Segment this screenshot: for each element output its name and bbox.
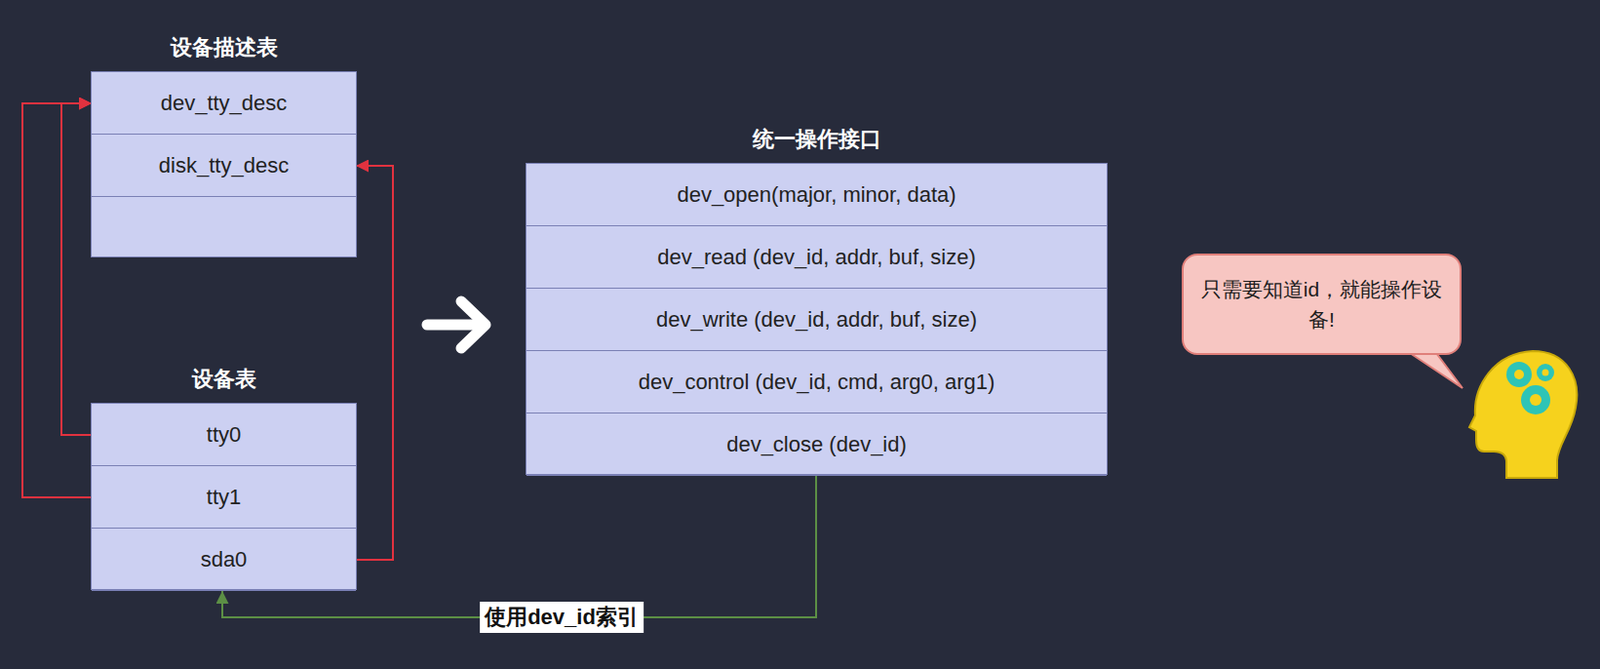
gear <box>1521 385 1551 415</box>
table-row: sda0 <box>91 528 356 591</box>
gear <box>1506 361 1532 388</box>
table-row: dev_control (dev_id, cmd, arg0, arg1) <box>526 351 1107 414</box>
heading-text: 统一操作接口 <box>752 126 882 152</box>
table-box: 设备描述表dev_tty_descdisk_tty_desc <box>90 71 357 258</box>
table-heading: 设备描述表 <box>91 33 356 63</box>
table-box: 统一操作接口dev_open(major, minor, data)dev_re… <box>525 162 1108 475</box>
gear-holes <box>1514 369 1550 407</box>
gear <box>1536 363 1555 382</box>
heading-text: 设备描述表 <box>170 35 278 60</box>
table-row: dev_open(major, minor, data) <box>526 163 1107 227</box>
heading-text: 设备表 <box>192 366 257 391</box>
row-text: tty0 <box>206 422 241 448</box>
table-row: dev_close (dev_id) <box>526 413 1107 476</box>
table-heading: 设备表 <box>91 364 356 394</box>
row-text: sda0 <box>200 546 248 573</box>
row-text: dev_close (dev_id) <box>726 431 907 458</box>
row-text: dev_control (dev_id, cmd, arg0, arg1) <box>638 369 996 395</box>
connector <box>355 165 393 560</box>
table-heading: 统一操作接口 <box>526 124 1107 155</box>
arrow-head <box>461 301 486 349</box>
table-row: disk_tty_desc <box>91 134 356 197</box>
bubble-text: 只需要知道id，就能操作设备! <box>1197 273 1446 336</box>
row-text: dev_read (dev_id, addr, buf, size) <box>657 244 976 271</box>
table-row: tty0 <box>91 403 356 467</box>
table-row: dev_tty_desc <box>91 72 356 135</box>
head-silhouette <box>1469 351 1577 478</box>
row-text: tty1 <box>206 484 241 510</box>
table-row: tty1 <box>91 466 356 529</box>
connector <box>61 103 92 435</box>
gears <box>1506 361 1555 415</box>
row-text: dev_tty_desc <box>160 90 288 117</box>
table-box: 设备表tty0tty1sda0 <box>90 402 357 590</box>
speech-bubble: 只需要知道id，就能操作设备! <box>1181 253 1462 355</box>
bubble-tail <box>1404 349 1463 389</box>
table-row: dev_write (dev_id, addr, buf, size) <box>526 288 1107 352</box>
gear-hole <box>1514 369 1524 380</box>
gear-hole <box>1542 369 1550 377</box>
row-text: disk_tty_desc <box>158 153 289 179</box>
table-row: dev_read (dev_id, addr, buf, size) <box>526 226 1107 289</box>
connector <box>22 103 92 498</box>
thinking-head-icon <box>1469 351 1577 478</box>
row-text: dev_write (dev_id, addr, buf, size) <box>656 307 977 333</box>
gear-hole <box>1529 393 1542 406</box>
big-right-arrow <box>427 301 486 349</box>
edge-label: 使用dev_id索引 <box>479 601 644 633</box>
row-text: dev_open(major, minor, data) <box>676 182 956 208</box>
